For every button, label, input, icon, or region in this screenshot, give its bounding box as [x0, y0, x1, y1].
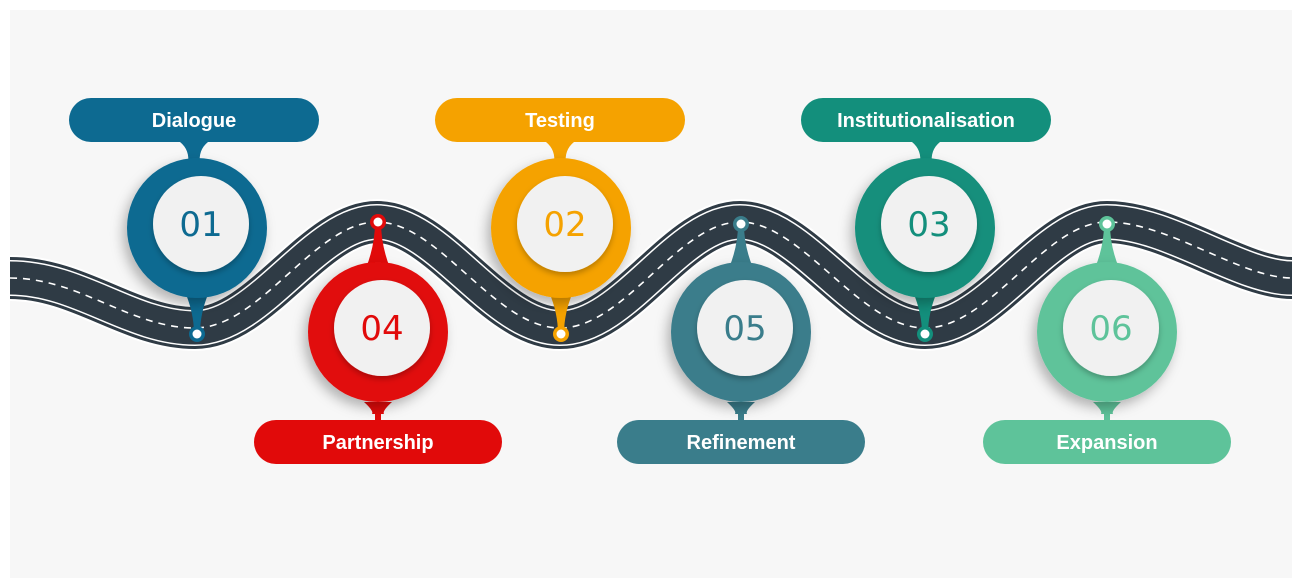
road-connector [729, 224, 753, 268]
pill-stem [738, 402, 744, 420]
road-marker-center [373, 217, 383, 227]
stage-label-pill [983, 420, 1231, 464]
stages: 01 Dialogue 02 Testing 03 Institutionalisatio… [69, 98, 1231, 464]
stage-label: Expansion [1056, 432, 1157, 454]
number-disc [1063, 280, 1159, 376]
road-connector [185, 292, 209, 334]
roadmap-diagram: 01 Dialogue 02 Testing 03 Institutionalisatio… [10, 98, 1292, 464]
stage-number: 05 [723, 309, 766, 349]
road-marker-center [1102, 219, 1112, 229]
road-marker-center [192, 329, 202, 339]
stage-number: 04 [360, 309, 403, 349]
number-disc [881, 176, 977, 272]
stage-label-pill [435, 98, 685, 142]
road-connector [913, 292, 937, 334]
road-center-dashes [10, 221, 1292, 329]
stage-number: 06 [1089, 309, 1132, 349]
road-connector [549, 292, 573, 334]
stage-number: 02 [543, 205, 586, 245]
number-disc [334, 280, 430, 376]
pill-stem [1104, 402, 1110, 420]
road [10, 198, 1292, 352]
stage-number: 03 [907, 205, 950, 245]
stage-03: 03 Institutionalisation [801, 98, 1051, 342]
stage-label: Institutionalisation [837, 110, 1015, 132]
stage-label-pill [617, 420, 865, 464]
stage-02: 02 Testing [435, 98, 685, 342]
stage-label-pill [254, 420, 502, 464]
stage-label-pill [69, 98, 319, 142]
pill-stem [191, 142, 197, 158]
number-disc [153, 176, 249, 272]
stage-label: Partnership [322, 432, 433, 454]
road-connector [1095, 224, 1119, 268]
pill-stem [375, 402, 381, 420]
stage-label: Testing [525, 110, 595, 132]
pill-stem [923, 142, 929, 158]
roadmap-canvas: 01 Dialogue 02 Testing 03 Institutionalisatio… [10, 10, 1292, 578]
pill-stem [557, 142, 563, 158]
road-marker-center [556, 329, 566, 339]
road-connector [366, 222, 390, 268]
road-marker-center [736, 219, 746, 229]
stage-label-pill [801, 98, 1051, 142]
road-marker-center [920, 329, 930, 339]
stage-01: 01 Dialogue [69, 98, 319, 342]
number-disc [697, 280, 793, 376]
stage-label: Dialogue [152, 110, 236, 132]
stage-number: 01 [179, 205, 222, 245]
number-disc [517, 176, 613, 272]
stage-label: Refinement [687, 432, 796, 454]
